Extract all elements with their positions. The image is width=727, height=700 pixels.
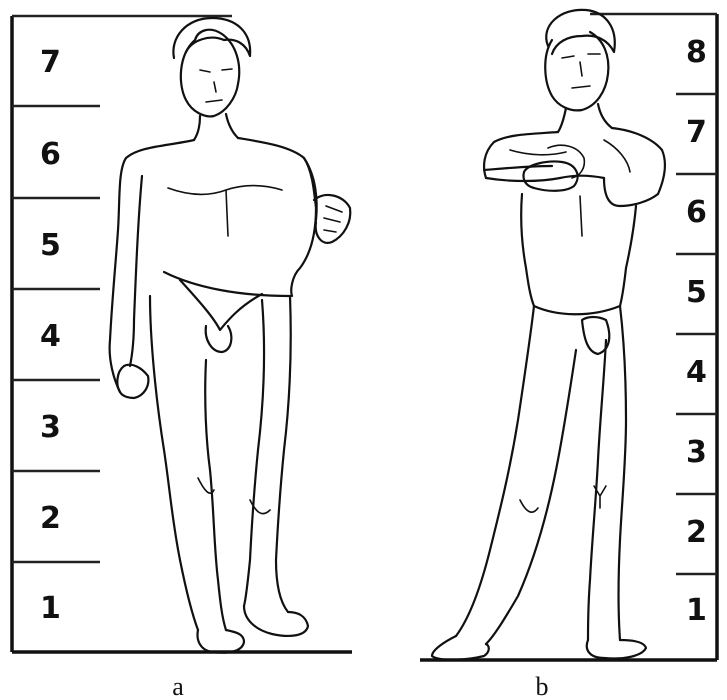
figure-b-label: b bbox=[536, 672, 549, 700]
scale-ruler-a: 7 6 5 4 3 2 1 bbox=[12, 16, 352, 652]
scale-a-number-3: 3 bbox=[40, 410, 61, 445]
scale-b-number-4: 4 bbox=[686, 355, 707, 390]
scale-b-number-5: 5 bbox=[686, 275, 707, 310]
human-figure-a bbox=[110, 18, 351, 653]
scale-a-number-5: 5 bbox=[40, 228, 61, 263]
figure-a-label: a bbox=[172, 672, 184, 700]
scale-b-number-2: 2 bbox=[686, 515, 707, 550]
scale-a-number-1: 1 bbox=[40, 591, 61, 626]
scale-b-number-3: 3 bbox=[686, 435, 707, 470]
scale-a-number-6: 6 bbox=[40, 137, 61, 172]
scale-a-number-2: 2 bbox=[40, 501, 61, 536]
scale-b-number-6: 6 bbox=[686, 195, 707, 230]
scale-b-number-8: 8 bbox=[686, 35, 707, 70]
scale-ruler-b: 8 7 6 5 4 3 2 1 bbox=[420, 14, 717, 660]
human-figure-b bbox=[432, 10, 665, 660]
scale-a-number-4: 4 bbox=[40, 319, 61, 354]
scale-b-number-7: 7 bbox=[686, 115, 707, 150]
scale-b-number-1: 1 bbox=[686, 593, 707, 628]
scale-a-number-7: 7 bbox=[40, 45, 61, 80]
